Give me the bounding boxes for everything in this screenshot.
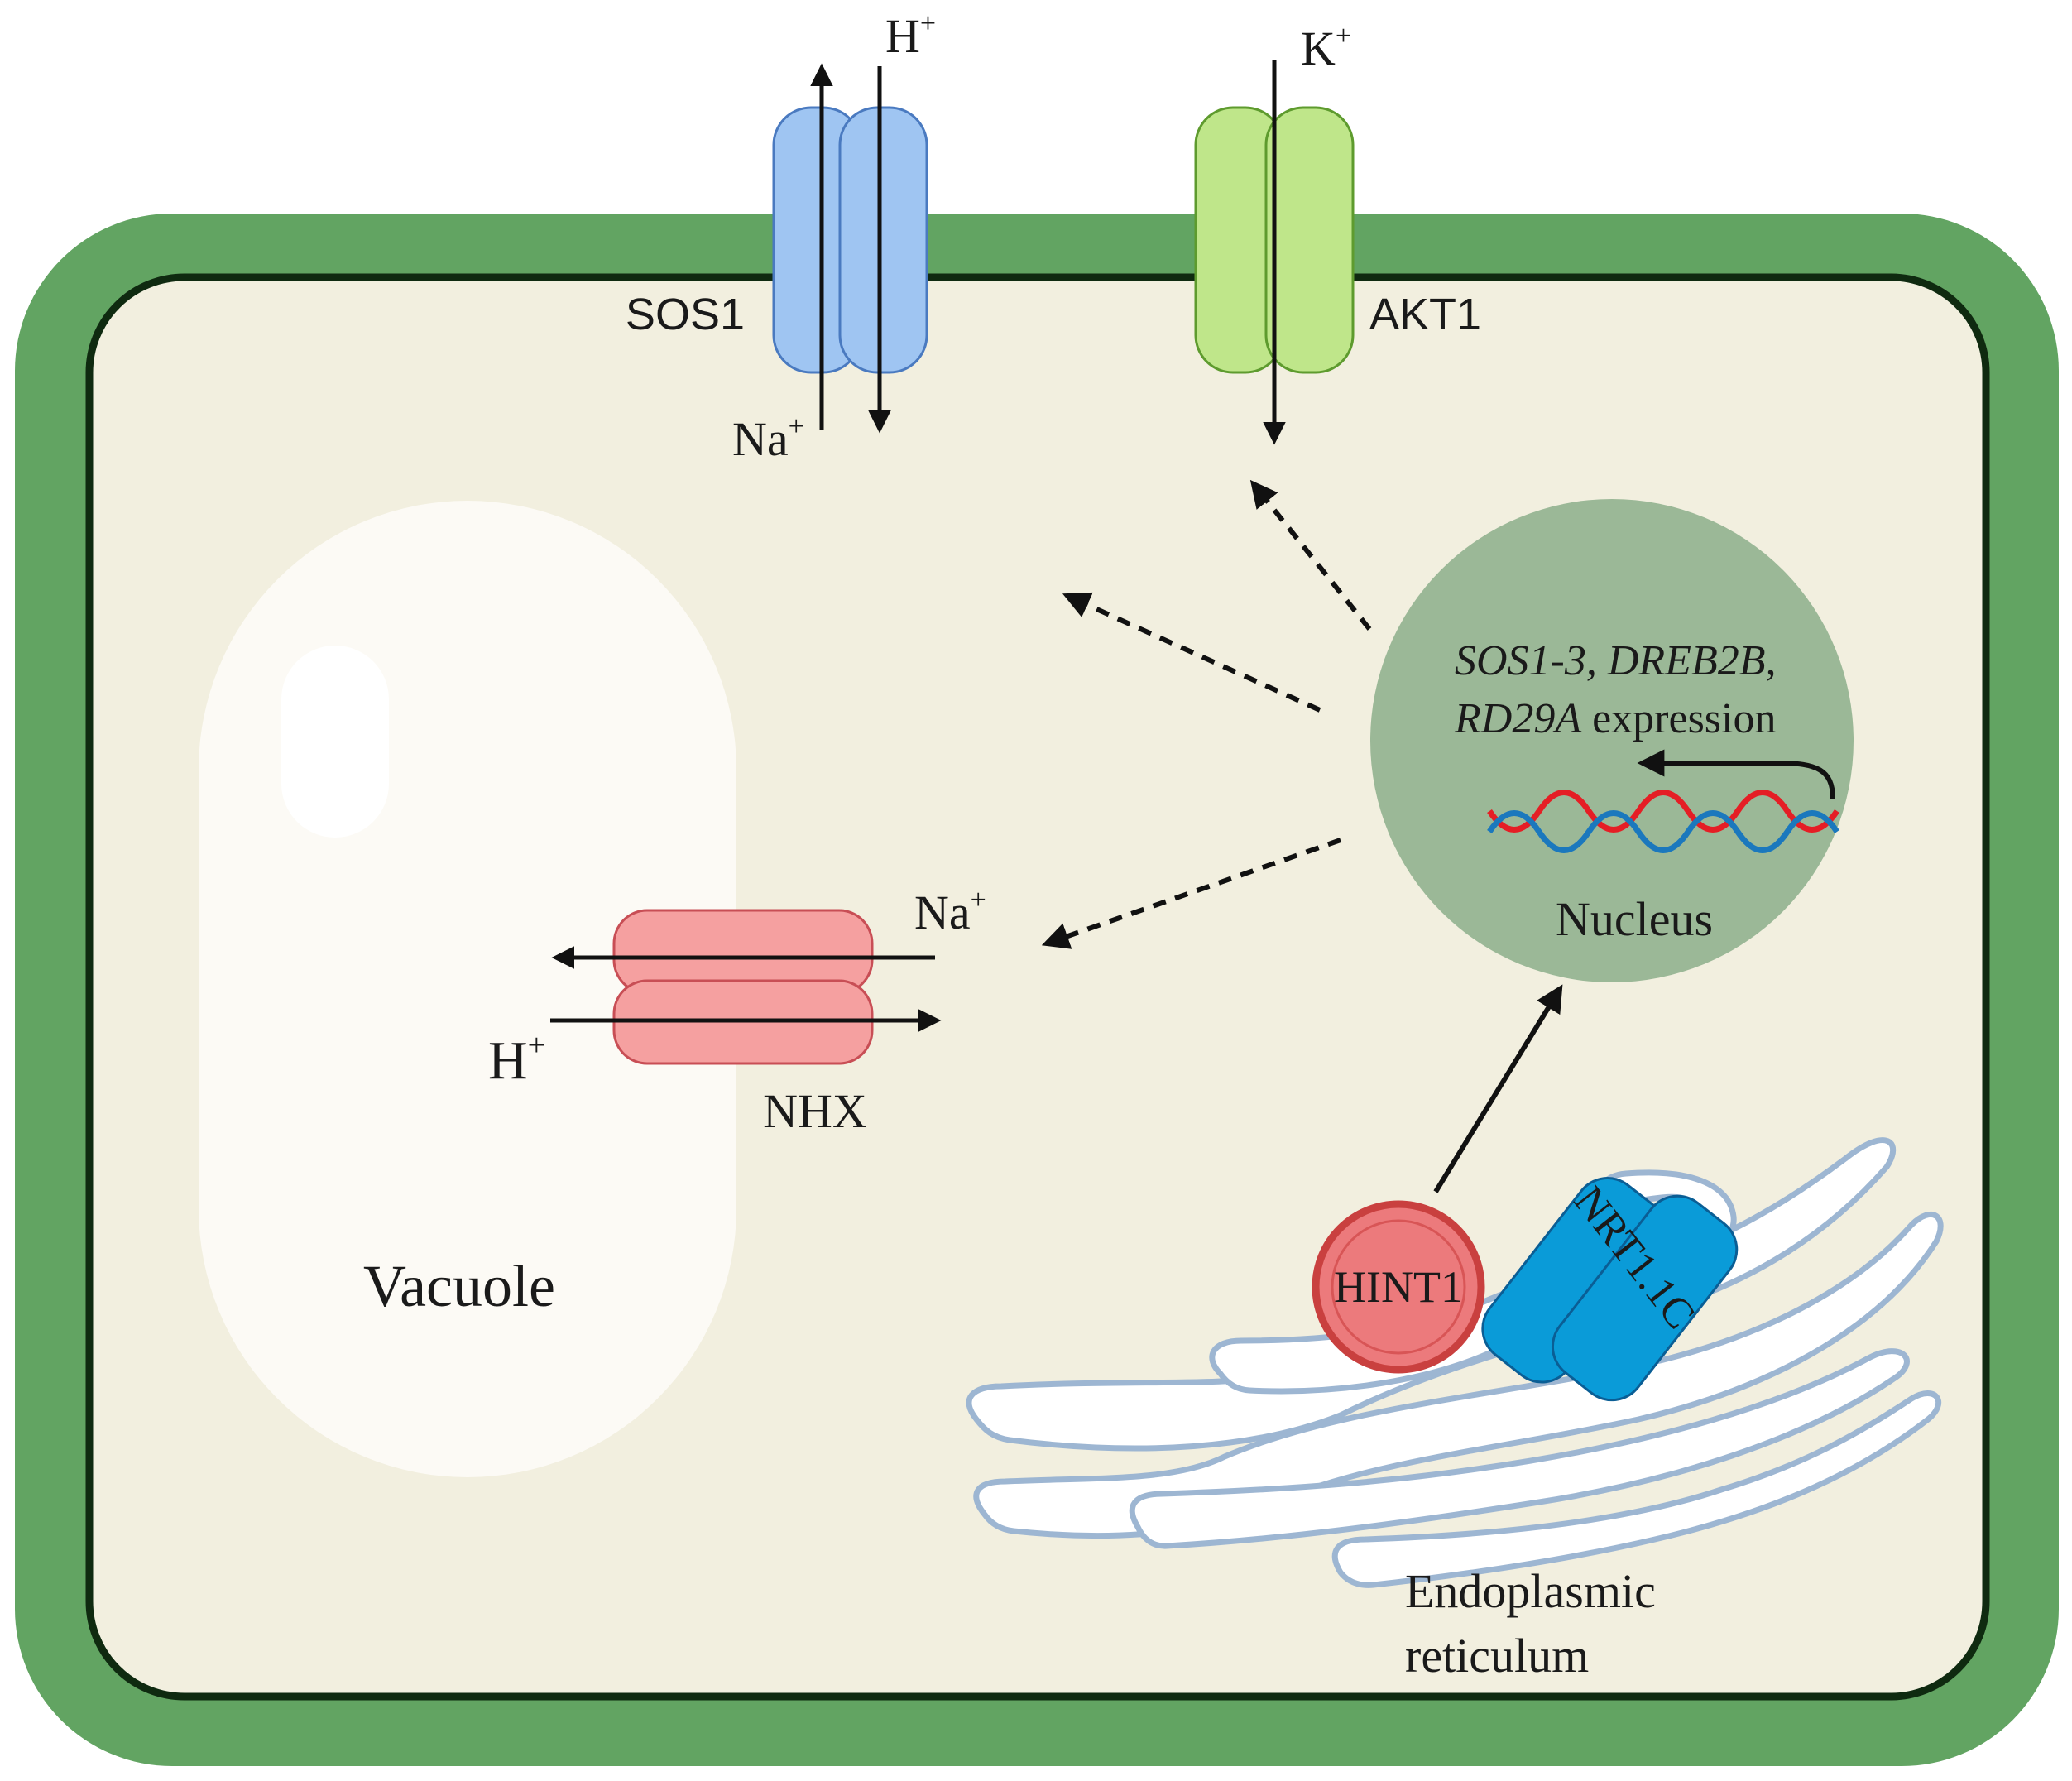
sos1-transporter	[772, 106, 928, 374]
akt1-k-ion: K+	[1301, 21, 1351, 75]
er-label-line2: reticulum	[1405, 1629, 1589, 1683]
nrt-half-2	[1551, 1194, 1739, 1402]
hint1-inner-ring	[1331, 1219, 1466, 1355]
hint1-protein	[1312, 1200, 1485, 1374]
nhx-na-ion: Na+	[914, 885, 986, 939]
nhx-label: NHX	[763, 1084, 867, 1138]
nhx-antiporter	[612, 909, 874, 1065]
akt1-channel	[1194, 106, 1355, 374]
dna-strand-red	[1487, 790, 1839, 833]
er-label-line1: Endoplasmic	[1405, 1564, 1656, 1618]
transcription-arrow	[1637, 749, 1835, 799]
vacuole-highlight	[281, 646, 389, 838]
er-cisterna-3	[1129, 1348, 1910, 1549]
sos1-na-ion: Na+	[732, 411, 804, 466]
er-cisterna-5	[1331, 1390, 1941, 1588]
hint1-label: HINT1	[1334, 1262, 1463, 1312]
gene-expression-label: SOS1-3, DREB2B,	[1455, 637, 1776, 684]
hint1-to-nucleus-arrow	[1433, 984, 1563, 1193]
nhx-h-ion: H+	[488, 1028, 545, 1091]
dna-strand-blue	[1487, 810, 1839, 853]
sos1-right-half	[838, 106, 928, 374]
dashed-arrow-to-akt1	[1249, 479, 1372, 631]
dashed-arrow-to-nhx	[1041, 838, 1341, 949]
nucleus-label: Nucleus	[1556, 892, 1713, 946]
akt1-right-half	[1264, 106, 1355, 374]
vacuole-label: Vacuole	[363, 1253, 555, 1319]
sos1-label: SOS1	[626, 290, 745, 339]
gene-expression-label-line2: RD29A expression	[1454, 695, 1777, 742]
nucleus	[1370, 499, 1854, 982]
sos1-h-ion: H+	[885, 8, 936, 63]
akt1-label: AKT1	[1369, 290, 1481, 339]
nrt1-1c-protein	[1481, 1177, 1739, 1402]
